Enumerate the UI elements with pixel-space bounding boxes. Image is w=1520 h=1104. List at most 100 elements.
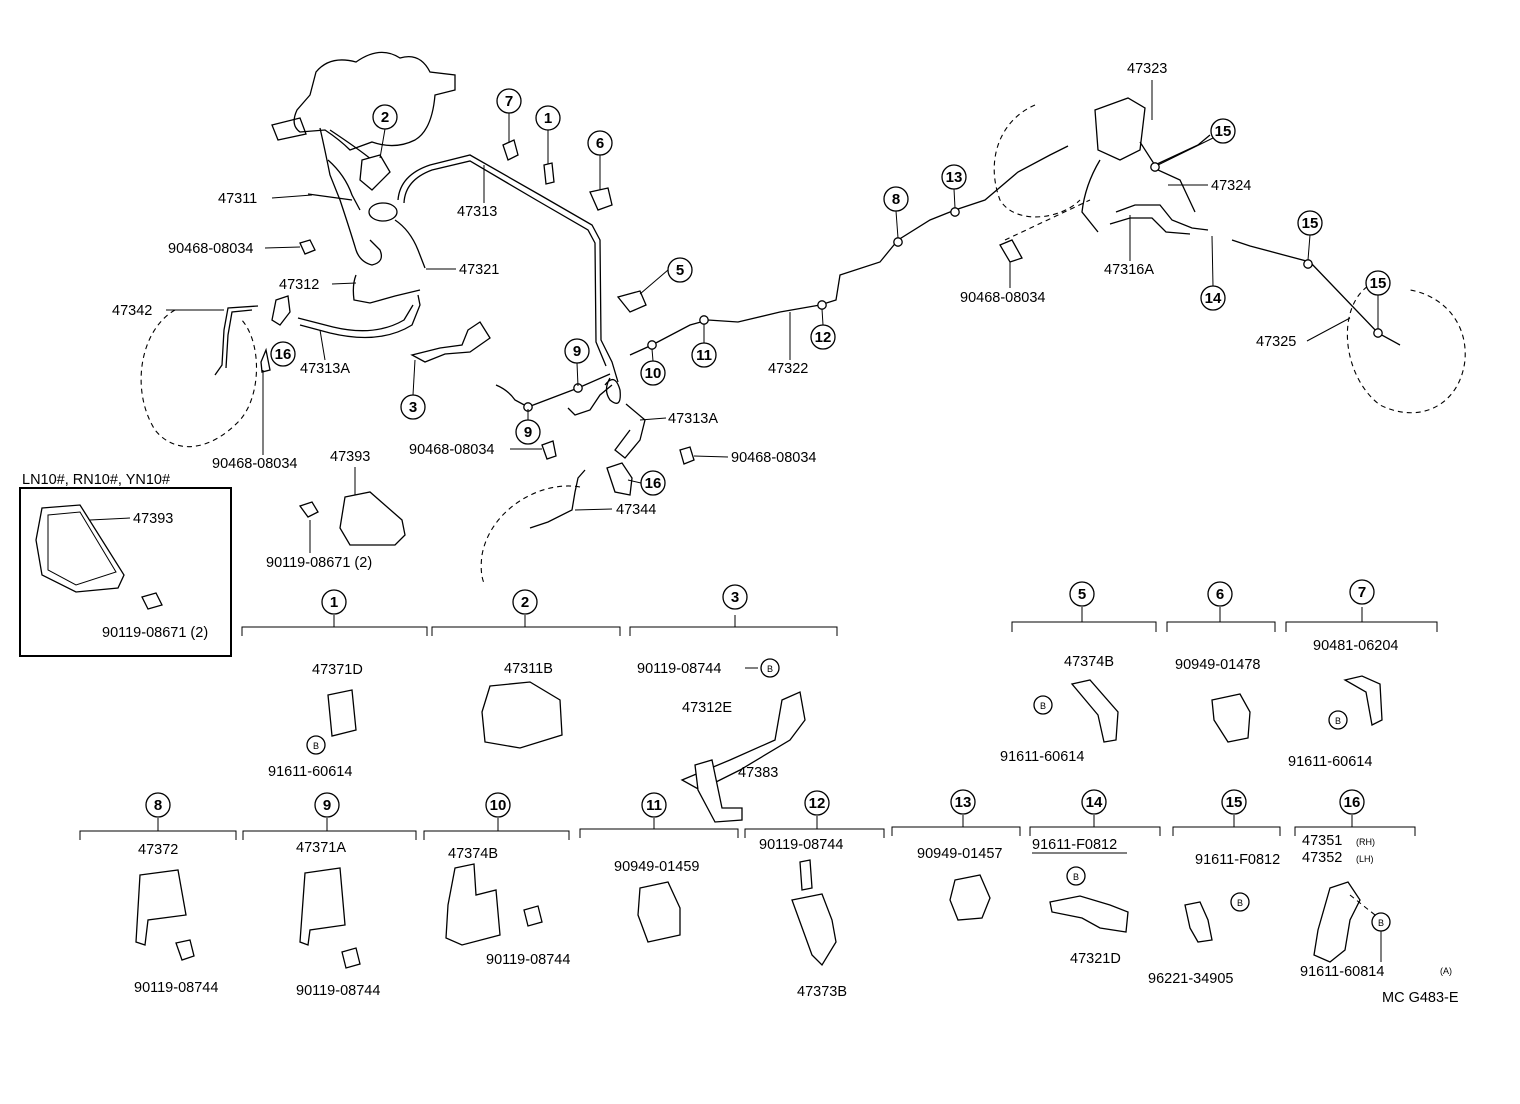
clip-shape [541,440,557,460]
callout-6: 6 [587,130,613,156]
bolt-90119-08744-g10: 90119-08744 [486,952,570,968]
bracket-shape [271,295,291,326]
callout-15c: 15 [1365,270,1391,296]
bolt-90119-08744-g8: 90119-08744 [134,980,218,996]
svg-text:13: 13 [955,794,972,811]
svg-text:11: 11 [696,347,712,364]
clip-7-shape [502,139,519,161]
svg-text:15: 15 [1226,794,1243,811]
bolt-91611-F0812: 91611-F0812 [1032,837,1117,853]
group-13: 13 90949-01457 [891,789,1021,921]
svg-text:8: 8 [892,191,900,208]
clip-6-shape [589,187,613,211]
svg-text:B: B [1040,701,1046,711]
callout-7: 7 [496,88,522,114]
main-rear-pipe [629,145,1069,356]
left-rear-wheel-outline [1346,281,1466,414]
callout-2: 2 [372,104,398,130]
bolt-91611-60614: 91611-60614 [268,764,352,780]
svg-text:15: 15 [1370,275,1387,292]
label-47311: 47311 [218,191,257,207]
bolt-90119-08744-g12: 90119-08744 [759,837,843,853]
label-rh: (RH) [1356,837,1375,847]
part-90949-01459: 90949-01459 [614,859,699,875]
callout-5: 5 [667,257,693,283]
label-47313A-mid: 47313A [668,411,718,427]
svg-text:5: 5 [676,262,684,279]
group-15: 15 91611-F0812 B 96221-34905 [1148,789,1281,987]
callout-16a: 16 [270,341,296,367]
clip-1-shape [543,162,555,185]
svg-text:14: 14 [1086,794,1103,811]
left-front-wheel-outline [140,309,257,448]
group-1: 1 47371D B 91611-60614 [241,589,428,780]
svg-text:B: B [1073,872,1079,882]
svg-text:9: 9 [524,424,532,441]
pipe-clamp-11 [699,315,709,325]
pipe-clamp-13 [950,207,960,217]
pipe-clamp-15 [1303,259,1313,269]
bolt-90119-08744-g9: 90119-08744 [296,983,380,999]
svg-text:3: 3 [409,399,417,416]
part-47374B-g10: 47374B [448,846,498,862]
group-5: 5 47374B B 91611-60614 [1000,581,1157,765]
label-47313A-left: 47313A [300,361,350,377]
label-47325: 47325 [1256,334,1296,350]
svg-text:13: 13 [946,169,963,186]
svg-text:10: 10 [490,797,507,814]
clip-shape [999,239,1023,263]
label-47321: 47321 [459,262,499,278]
pipe-clamp-15 [1373,328,1383,338]
label-47324: 47324 [1211,178,1251,194]
bolt-91611-60814: 91611-60814 [1300,964,1384,980]
inset-label-90119: 90119-08671 (2) [102,625,208,641]
label-47344: 47344 [616,502,656,518]
callout-9a: 9 [564,338,590,364]
left-front-hose [214,305,259,376]
group-2: 2 47311B [431,589,621,749]
part-47383: 47383 [738,765,778,781]
group-6: 6 90949-01478 [1166,581,1276,743]
svg-text:11: 11 [646,797,662,814]
svg-text:15: 15 [1215,123,1232,140]
part-96221-34905: 96221-34905 [1148,971,1233,987]
callout-9b: 9 [515,419,541,445]
group-14: 14 91611-F0812 B 47321D [1029,789,1161,967]
bracket-16-shape [606,462,633,496]
callout-14: 14 [1200,285,1226,311]
svg-text:1: 1 [544,110,552,127]
shield-shape [339,491,406,546]
label-47316A: 47316A [1104,262,1154,278]
label-90468-d: 90468-08034 [731,450,816,466]
right-front-wheel-outline [480,485,581,586]
callout-10: 10 [640,360,666,386]
rear-drum-outline [993,104,1081,218]
callout-13: 13 [941,164,967,190]
label-90468-c: 90468-08034 [409,442,494,458]
label-90468-a: 90468-08034 [168,241,253,257]
part-90481-06204: 90481-06204 [1313,638,1398,654]
inset-variant-box: LN10#, RN10#, YN10# 47393 90119-08671 (2… [19,472,232,657]
svg-text:3: 3 [731,589,739,606]
label-47323: 47323 [1127,61,1167,77]
clip-5-shape [616,290,647,313]
label-90119-08671: 90119-08671 (2) [266,555,372,571]
callout-15a: 15 [1210,118,1236,144]
part-90949-01478: 90949-01478 [1175,657,1260,673]
master-cylinder-assembly [271,51,619,383]
callout-15b: 15 [1297,210,1323,236]
callout-3: 3 [400,394,426,420]
label-47322: 47322 [768,361,808,377]
group-11: 11 90949-01459 [579,792,739,943]
svg-text:12: 12 [809,795,826,812]
bolt-91611-60614-g5: 91611-60614 [1000,749,1084,765]
svg-text:7: 7 [505,93,513,110]
bolt-91611-F0812-g15: 91611-F0812 [1195,852,1280,868]
svg-text:14: 14 [1205,290,1222,307]
group-9: 9 47371A 90119-08744 [242,792,417,999]
bolt-shape [298,501,319,518]
part-47351: 47351 [1302,833,1342,849]
svg-text:9: 9 [573,343,581,360]
part-47321D: 47321D [1070,951,1121,967]
